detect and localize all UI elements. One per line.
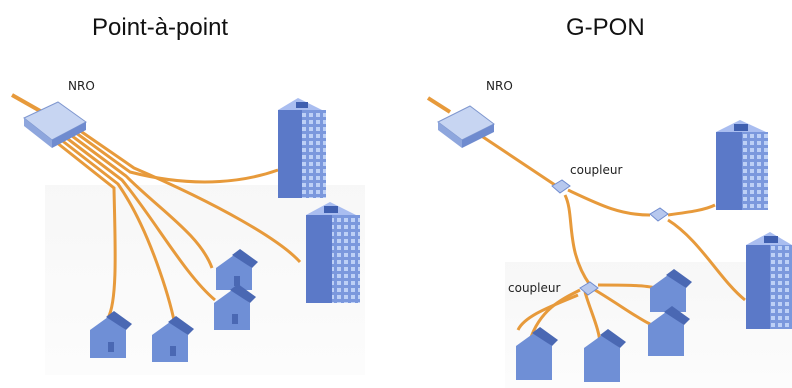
gpon-title: G-PON [566, 14, 645, 41]
splitter-top [551, 179, 571, 194]
splitter-middle [649, 207, 669, 222]
house-5 [650, 269, 692, 312]
house-6 [648, 306, 690, 356]
building-tower-4 [746, 232, 792, 329]
fiber-bundle [55, 126, 302, 326]
house-1 [216, 249, 258, 290]
gpon-diagram: NRO coupleur coupleur [426, 79, 792, 388]
splitter-bottom-label: coupleur [508, 281, 560, 295]
house-7 [584, 329, 626, 382]
building-tower-2 [306, 202, 360, 303]
point-to-point-title: Point-à-point [92, 14, 229, 41]
nro-device-left [23, 101, 87, 148]
nro-device-right [437, 105, 495, 148]
splitter-bottom [579, 281, 599, 296]
house-3 [152, 316, 194, 362]
backbone-fiber [11, 93, 43, 114]
backbone-fiber-right [426, 96, 452, 114]
building-tower-1 [278, 98, 326, 198]
splitter-top-label: coupleur [570, 163, 622, 177]
house-8 [516, 327, 558, 380]
building-tower-3 [716, 120, 768, 210]
nro-label-right: NRO [486, 79, 513, 93]
house-2 [214, 284, 256, 330]
nro-label-left: NRO [68, 79, 95, 93]
house-4 [90, 311, 132, 358]
point-to-point-diagram: NRO [11, 79, 365, 375]
